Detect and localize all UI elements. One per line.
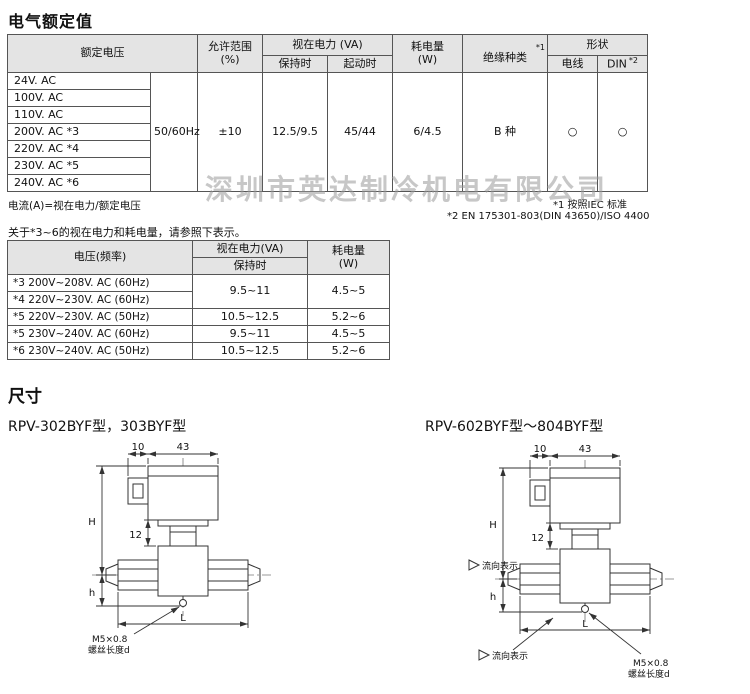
dimension-lines (96, 451, 249, 635)
dim-L-label: L (180, 613, 186, 624)
va-value-cell: 10.5~12.5 (192, 342, 308, 360)
section-title-dimensions: 尺寸 (8, 387, 42, 407)
w-value-cell: 5.2~6 (307, 308, 390, 326)
voltage-cell: 24V. AC (7, 72, 151, 90)
flow-arrow-icon (468, 559, 481, 571)
col-header-rated-voltage: 额定电压 (7, 34, 198, 73)
voltage-cell: 110V. AC (7, 106, 151, 124)
col-header-din: DIN*2 (597, 55, 648, 73)
table-row: *5 220V~230V. AC (50Hz) 10.5~12.5 5.2~6 (7, 308, 390, 326)
dim-12-label: 12 (531, 533, 544, 544)
voltage-freq-cell: *5 230V~240V. AC (60Hz) (7, 325, 193, 343)
flow-direction-label: 流向表示 (492, 650, 528, 662)
valve-drawing-602byf: 10 43 12 H h L 流向表示 流向表示 M5×0.8 螺丝长度d (468, 444, 677, 680)
voltage-freq-cell: *5 220V~230V. AC (50Hz) (7, 308, 193, 326)
power-value-cell: 6/4.5 (392, 72, 463, 192)
va-value-cell: 9.5~11 (192, 325, 308, 343)
col-header-starting: 起动时 (327, 55, 393, 73)
col-header-insulation: *1 绝缘种类 (462, 34, 548, 73)
voltage-freq-cell: *3 200V~208V. AC (60Hz) (7, 274, 193, 292)
dim-10-label: 10 (132, 442, 145, 453)
wire-mark-cell: ○ (547, 72, 598, 192)
table-row: 240V. AC *6 (7, 174, 648, 192)
dim-43-label: 43 (579, 444, 592, 455)
dimension-lines (499, 453, 651, 655)
dim-h-label: h (89, 588, 95, 599)
w-value-cell: 4.5~5 (307, 274, 390, 309)
screw-spec-label: M5×0.8 (92, 635, 128, 645)
section-title-electrical: 电气额定值 (8, 12, 94, 31)
model-label-602byf: RPV-602BYF型～804BYF型 (425, 419, 604, 435)
flow-arrow-icon (478, 649, 491, 661)
col-header-apparent-power: 视在电力 (VA) (262, 34, 393, 56)
col-header-power: 耗电量 (W) (392, 34, 463, 73)
voltage-freq-cell: *6 230V~240V. AC (50Hz) (7, 342, 193, 360)
table-row: 24V. AC 50/60Hz ±10 12.5/9.5 45/44 6/4.5… (7, 72, 648, 192)
col-header-holding-2: 保持时 (192, 257, 308, 275)
dim-43-label: 43 (177, 442, 190, 453)
voltage-freq-cell: *4 220V~230V. AC (60Hz) (7, 291, 193, 309)
dim-h-label: h (490, 592, 496, 603)
din-label: DIN (606, 58, 627, 71)
flow-direction-label: 流向表示 (482, 560, 518, 572)
insulation-label: 绝缘种类 (483, 51, 527, 65)
va-value-cell: 9.5~11 (192, 274, 308, 309)
insulation-value-cell: B 种 (462, 72, 548, 192)
voltage-cell: 240V. AC *6 (7, 174, 151, 192)
din-mark-cell: ○ (597, 72, 648, 192)
col-header-range: 允许范围 (%) (197, 34, 263, 73)
screw-spec-label: M5×0.8 (633, 659, 669, 669)
table-row: 110V. AC (7, 106, 648, 124)
sub-table-reference-note: 关于*3~6的视在电力和耗电量，请参照下表示。 (8, 226, 246, 239)
col-header-wire: 电线 (547, 55, 598, 73)
frequency-cell: 50/60Hz (150, 72, 200, 192)
valve-body-outline (468, 467, 663, 661)
voltage-cell: 220V. AC *4 (7, 140, 151, 158)
din-footnote-mark: *2 (628, 56, 639, 66)
valve-body-outline (105, 465, 261, 607)
dim-10-label: 10 (534, 444, 547, 455)
voltage-cell: 230V. AC *5 (7, 157, 151, 175)
electrical-ratings-table: 额定电压 允许范围 (%) 视在电力 (VA) 耗电量 (W) *1 绝缘种类 … (7, 34, 648, 192)
voltage-cell: 100V. AC (7, 89, 151, 107)
table-row: *3 200V~208V. AC (60Hz) 9.5~11 4.5~5 (7, 274, 390, 309)
footnote-power-table: 电压(频率) 视在电力(VA) 耗电量 (W) 保持时 *3 200V~208V… (7, 240, 390, 360)
va-value-cell: 10.5~12.5 (192, 308, 308, 326)
table-row: 200V. AC *3 (7, 123, 648, 141)
dim-L-label: L (582, 619, 588, 630)
range-value-cell: ±10 (197, 72, 263, 192)
footnote-2: *2 EN 175301-803(DIN 43650)/ISO 4400 (447, 211, 650, 222)
col-header-holding: 保持时 (262, 55, 328, 73)
table-row: *5 230V~240V. AC (60Hz) 9.5~11 4.5~5 (7, 325, 390, 343)
dim-H-label: H (489, 520, 497, 531)
screw-length-label: 螺丝长度d (628, 668, 670, 680)
starting-value-cell: 45/44 (327, 72, 393, 192)
valve-drawing-302byf: 10 43 12 H h L M5×0.8 螺丝长度d (88, 442, 272, 656)
table-row: 220V. AC *4 (7, 140, 648, 158)
col-header-voltage-frequency: 电压(频率) (7, 240, 193, 275)
col-header-shape: 形状 (547, 34, 648, 56)
screw-length-label: 螺丝长度d (88, 644, 130, 656)
table-row: 230V. AC *5 (7, 157, 648, 175)
w-value-cell: 4.5~5 (307, 325, 390, 343)
holding-value-cell: 12.5/9.5 (262, 72, 328, 192)
footnote-1: *1 按照IEC 标准 (553, 200, 627, 211)
model-label-302byf: RPV-302BYF型，303BYF型 (8, 419, 187, 435)
table-row: *6 230V~240V. AC (50Hz) 10.5~12.5 5.2~6 (7, 342, 390, 360)
voltage-cell: 200V. AC *3 (7, 123, 151, 141)
insulation-footnote-mark: *1 (535, 43, 545, 53)
w-value-cell: 5.2~6 (307, 342, 390, 360)
dim-12-label: 12 (129, 530, 142, 541)
col-header-power-2: 耗电量 (W) (307, 240, 390, 275)
col-header-apparent-power-2: 视在电力(VA) (192, 240, 308, 258)
dim-H-label: H (88, 517, 96, 528)
current-formula-note: 电流(A)=视在电力/额定电压 (8, 200, 141, 212)
